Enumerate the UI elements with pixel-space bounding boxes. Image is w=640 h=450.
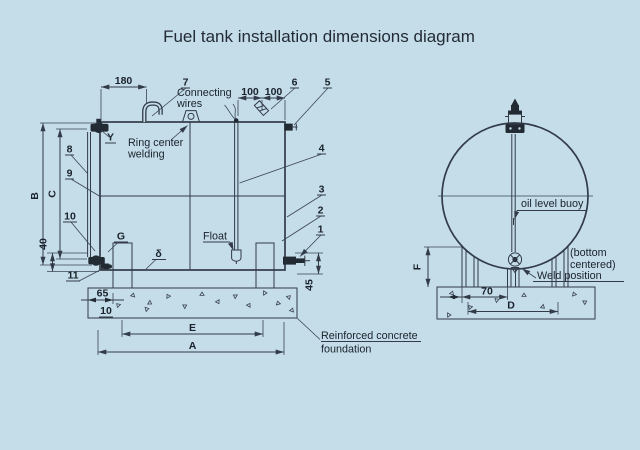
level-gauge-pipe <box>87 132 91 257</box>
saddle-legs <box>424 246 569 287</box>
note-ring-center: Ring center <box>128 137 184 149</box>
dim-100-left: 100 <box>241 86 259 98</box>
label-float: Float <box>203 231 227 243</box>
callout-2: 2 <box>318 205 324 217</box>
dim-180: 180 <box>115 75 133 87</box>
dim-B: B <box>29 192 41 200</box>
callout-6: 6 <box>292 77 298 89</box>
note-bottom: (bottom <box>570 247 607 259</box>
label-y-valve: Y <box>107 132 114 144</box>
dim-45: 45 <box>304 279 316 291</box>
callout-9: 9 <box>67 168 73 180</box>
bottom-left-valve <box>88 255 112 270</box>
ring-lifting-lug <box>181 110 201 123</box>
note-connecting: Connecting <box>177 87 232 99</box>
side-dimension-lines <box>425 247 559 315</box>
label-leg-G: G <box>117 231 125 243</box>
dim-10: 10 <box>100 305 112 317</box>
note-wires: wires <box>176 98 203 110</box>
callout-7: 7 <box>183 77 189 89</box>
note-foundation: foundation <box>321 344 371 356</box>
float-gauge-tube <box>231 122 242 264</box>
dim-A: A <box>189 340 197 352</box>
note-welding: welding <box>127 149 165 161</box>
callout-3: 3 <box>319 184 325 196</box>
top-left-valve <box>90 118 109 133</box>
dim-100-right: 100 <box>265 86 283 98</box>
callout-11: 11 <box>67 270 78 282</box>
top-right-valve <box>284 123 298 131</box>
note-reinforced-concrete: Reinforced concrete <box>321 330 418 342</box>
grounding-stud <box>253 100 270 117</box>
top-valve-assembly <box>505 98 525 133</box>
callout-8: 8 <box>67 144 73 156</box>
note-centered: centered) <box>570 259 616 271</box>
side-labels: F 70 D oil level buoy (bottom centered) … <box>412 198 616 312</box>
bottom-flange <box>507 252 523 274</box>
front-labels: 180 100 100 7 6 5 4 3 2 1 8 9 10 11 Y B … <box>29 75 418 356</box>
dim-D: D <box>507 300 515 312</box>
dim-E: E <box>189 322 196 334</box>
float-body <box>231 249 242 262</box>
front-view: 180 100 100 7 6 5 4 3 2 1 8 9 10 11 Y B … <box>29 75 421 356</box>
dim-40: 40 <box>38 238 50 250</box>
side-view: F 70 D oil level buoy (bottom centered) … <box>412 98 624 320</box>
gauge-pipe-vertical <box>511 134 516 252</box>
dim-65: 65 <box>97 288 109 300</box>
center-pedestal <box>507 268 520 288</box>
callout-10: 10 <box>64 211 76 223</box>
front-leader-lines <box>63 87 421 342</box>
foundation-block <box>87 287 298 319</box>
label-delta: δ <box>155 248 161 260</box>
dim-70: 70 <box>481 286 493 298</box>
vent-pipe <box>142 101 163 122</box>
front-dimension-lines <box>40 84 323 355</box>
dim-F: F <box>412 263 424 270</box>
note-weld-position: Weld position <box>537 270 602 282</box>
side-foundation-block <box>436 286 596 320</box>
callout-4: 4 <box>319 143 325 155</box>
support-legs <box>112 242 275 289</box>
note-oil-level-buoy: oil level buoy <box>521 198 584 210</box>
connecting-wires-squiggle <box>224 103 239 123</box>
dim-C: C <box>47 190 59 198</box>
callout-5: 5 <box>325 77 331 89</box>
side-leader-lines <box>514 210 624 282</box>
page-title: Fuel tank installation dimensions diagra… <box>163 27 475 46</box>
drain-valve <box>283 255 310 266</box>
callout-1: 1 <box>318 224 324 236</box>
